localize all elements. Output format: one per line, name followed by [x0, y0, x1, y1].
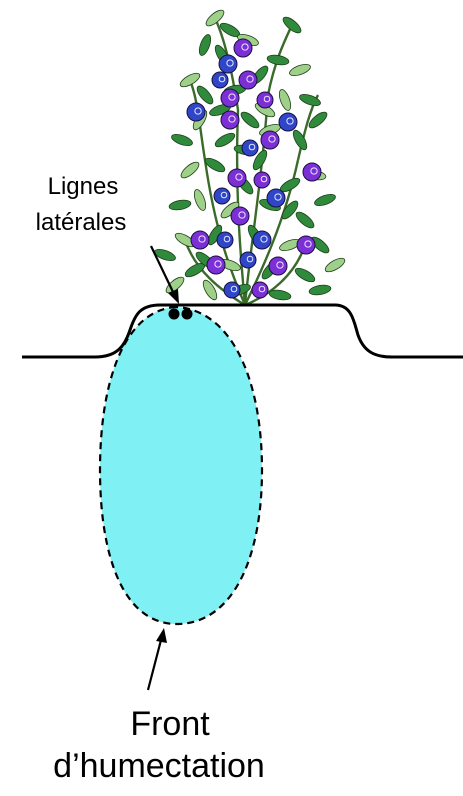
leaf [298, 92, 322, 108]
leaf [308, 284, 331, 297]
berry [191, 231, 209, 249]
leaf [288, 62, 312, 78]
wetting-front-label-line2: d’humectation [0, 744, 318, 788]
berry [187, 103, 205, 121]
berry [239, 71, 257, 89]
leaf [294, 209, 317, 230]
berry [221, 89, 239, 107]
berry [224, 282, 240, 298]
leaf [281, 14, 304, 35]
arrow-wetting-front [148, 628, 167, 690]
berry [279, 113, 297, 131]
berry [228, 169, 246, 187]
leaf [268, 289, 291, 302]
berry [261, 131, 279, 149]
leaf [293, 266, 317, 285]
berry [269, 257, 287, 275]
leaf [239, 109, 262, 130]
berry [267, 189, 285, 207]
berry [257, 92, 273, 108]
berry [221, 111, 239, 129]
leaf [179, 159, 202, 180]
berry [253, 231, 271, 249]
leaf [168, 199, 191, 212]
leaf [323, 256, 347, 275]
wetting-zone [100, 307, 262, 624]
leaf [192, 188, 208, 212]
berry [297, 236, 315, 254]
leaf [201, 278, 220, 302]
leaf [266, 54, 289, 67]
leaf [313, 192, 337, 208]
berry [252, 282, 268, 298]
leaf [213, 131, 237, 150]
leaf [153, 247, 177, 263]
leaf [170, 132, 194, 148]
berry [231, 207, 249, 225]
wetting-front-label-line1: Front [60, 702, 280, 746]
berry [207, 256, 225, 274]
berry [212, 72, 228, 88]
lateral-lines-label-line2: latérales [24, 208, 138, 238]
lateral-lines-label-line1: Lignes [28, 172, 138, 202]
berry [242, 140, 258, 156]
ground-profile [22, 305, 463, 357]
berry [254, 172, 270, 188]
drip-line-1 [169, 309, 180, 320]
berry [234, 39, 252, 57]
berry [214, 188, 230, 204]
berry [217, 232, 233, 248]
drip-line-2 [182, 309, 193, 320]
leaf [197, 33, 213, 57]
berry [240, 252, 256, 268]
berry [219, 55, 237, 73]
leaf [277, 88, 293, 112]
berry [303, 163, 321, 181]
